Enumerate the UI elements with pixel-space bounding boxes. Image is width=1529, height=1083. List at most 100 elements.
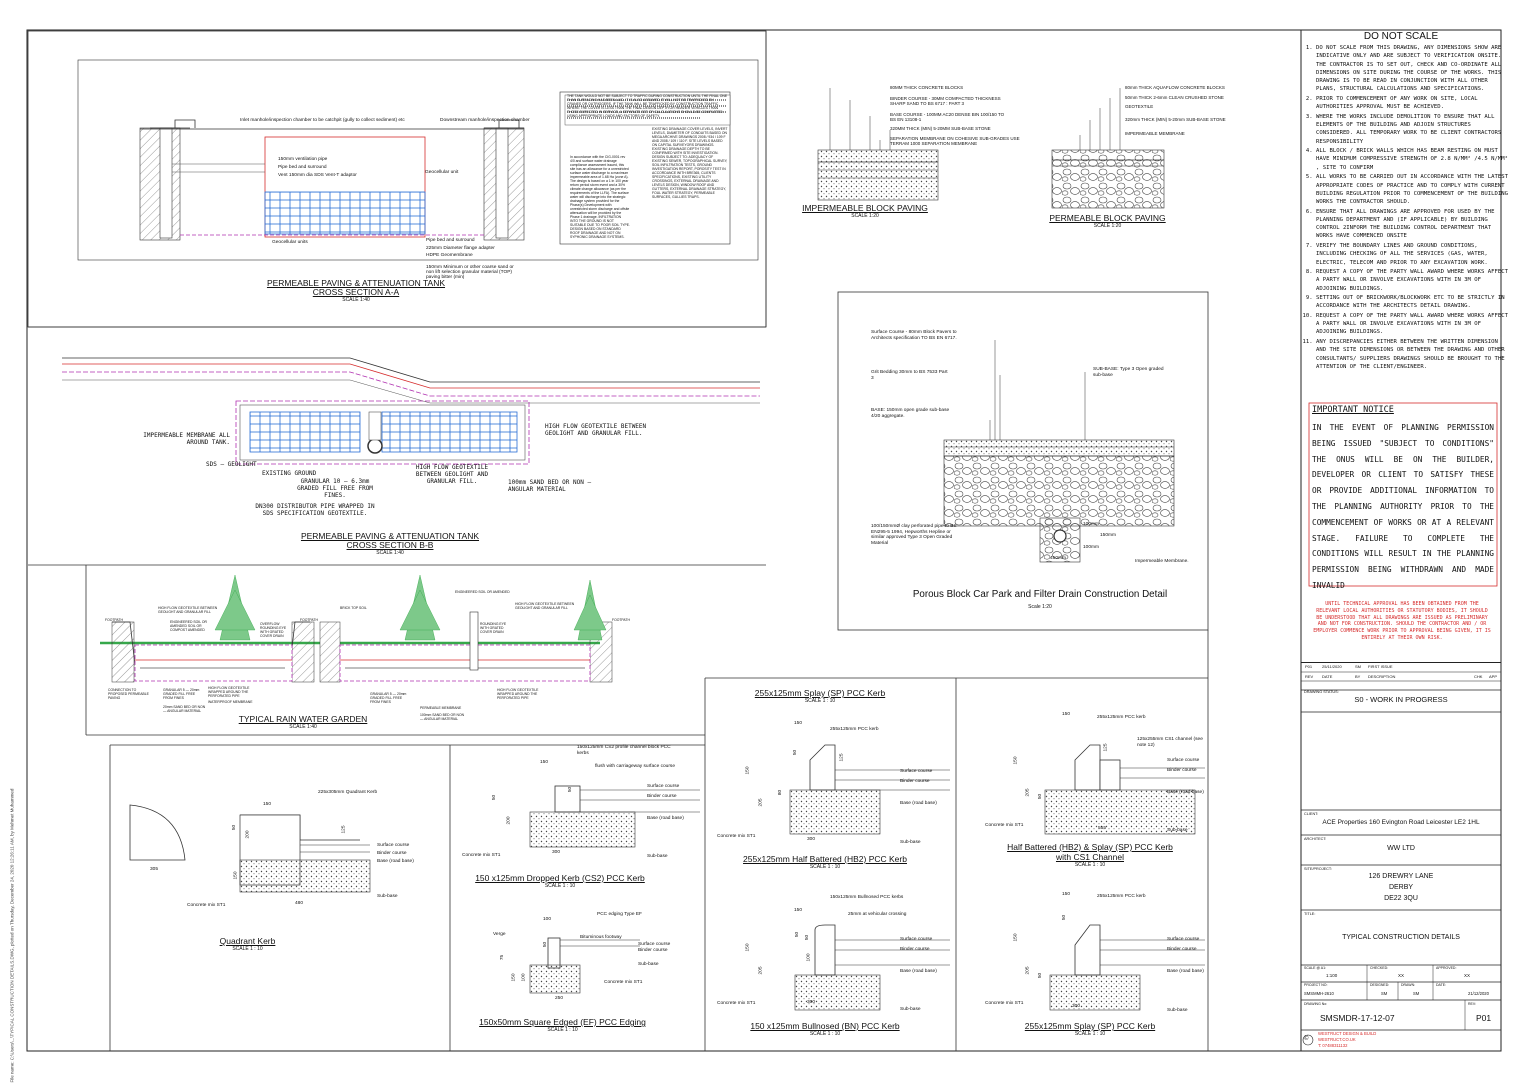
label: Surface course — [638, 942, 671, 947]
firm-name: WESTRUCT DESIGN & BUILD — [1318, 1031, 1377, 1036]
label: 125x255mm CS1 channel (see note 12) — [1137, 737, 1203, 748]
designed-value: SM — [1381, 991, 1388, 996]
label: Grit Bedding 30mm to BS 7533 Part 3 — [871, 370, 948, 381]
dimension: 50 — [543, 941, 549, 948]
label: Sub-base — [900, 1007, 921, 1012]
dimension: 100mm — [1083, 522, 1099, 527]
label: Concrete mix ST1 — [717, 834, 756, 839]
project-label: PROJECT NO: — [1304, 983, 1328, 987]
label: ENGINEERED SOIL OR AMENDED SOIL OR COMPO… — [170, 620, 207, 632]
label: HDPE Geomembrane — [426, 253, 473, 258]
label: Sub-base — [900, 840, 921, 845]
dimension: 450mm — [1050, 556, 1066, 561]
label: Surface course — [647, 784, 680, 789]
label: WATERPROOF MEMBRANE — [208, 700, 253, 704]
tank-note: THE TANK WOULD NOT BE SUBJECT TO TRAFFIC… — [567, 94, 728, 118]
dimension: 50 — [1038, 793, 1044, 800]
label: Geocellular units — [272, 240, 308, 245]
dimension: 50 — [492, 794, 498, 801]
dimension: 250 — [555, 996, 564, 1001]
dimension: 50 — [793, 749, 799, 756]
label: HIGH FLOW GEOTEXTILE WRAPPED AROUND THE … — [208, 686, 250, 698]
label: BINDER COURSE - 30MM COMPACTED THICKNESS… — [890, 96, 1001, 106]
label: Concrete mix ST1 — [187, 903, 226, 908]
rev-value: P01 — [1476, 1013, 1492, 1023]
rain-garden-title: TYPICAL RAIN WATER GARDEN — [238, 714, 368, 724]
dimension: 50 — [1062, 914, 1068, 921]
label: BASE COURSE - 100MM AC20 DENSE BIN 100/1… — [890, 112, 1005, 122]
label: Sub-base — [638, 962, 659, 967]
dimension: 100mm — [1083, 545, 1099, 550]
label: Base (road base) — [900, 969, 937, 974]
note-item: ALL WORKS TO BE CARRIED OUT IN ACCORDANC… — [1316, 173, 1510, 206]
label: 20mm SAND BED OR NON — ANGULAR MATERIAL — [163, 705, 206, 713]
dimension: 50 — [232, 824, 238, 831]
label: BRICK TOP SOIL — [340, 606, 367, 610]
project-value: SMSMMH-2610 — [1304, 991, 1334, 996]
label: GRANULAR 5 — 20mm GRADED FILL FREE FROM … — [163, 688, 200, 700]
dimension: 100 — [543, 917, 552, 922]
label: Sub-base — [647, 854, 668, 859]
section-aa-subtitle: CROSS SECTION A-A — [312, 287, 400, 297]
label: HIGH FLOW GEOTEXTILE BETWEEN GEOLIGHT AN… — [415, 464, 489, 485]
checked-value: XX — [1398, 973, 1405, 978]
dimension: 100 — [806, 953, 812, 962]
label: GRANULAR 5 — 20mm GRADED FILL FREE FROM … — [370, 692, 407, 704]
note-item: REQUEST A COPY OF THE PARTY WALL AWARD W… — [1316, 312, 1510, 337]
label: 80mm THICK AQUAFLOW CONCRETE BLOCKS — [1125, 85, 1225, 90]
label: Binder course — [1167, 947, 1197, 952]
site-line: DERBY — [1388, 884, 1414, 891]
label: flush with carriageway surface course — [595, 764, 675, 769]
drawing-number: SMSMDR-17-12-07 — [1320, 1013, 1395, 1023]
existing-note: EXISTING DRAINAGE COVER LEVELS, INVERT L… — [652, 127, 728, 199]
label: HIGH FLOW GEOTEXTILE BETWEEN GEOLIGHT AN… — [545, 423, 647, 437]
label: ENGINEERED SOIL OR AMENDED — [455, 590, 510, 594]
note-item: ENSURE THAT ALL DRAWINGS ARE APPROVED FO… — [1316, 208, 1510, 241]
site-line: 126 DREWRY LANE — [1368, 873, 1434, 880]
note-item: SETTING OUT OF BRICKWORK/BLOCKWORK ETC T… — [1316, 294, 1510, 311]
impermeable-paving-scale: SCALE 1:20 — [851, 213, 879, 219]
dimension: 100 — [521, 973, 527, 982]
label: Bituminous footway — [580, 935, 622, 940]
label: 225mm Diameter flange adapter — [426, 246, 495, 251]
dimension: 50 — [805, 934, 811, 941]
label: Sub-base — [1167, 1008, 1188, 1013]
drawing-title: TYPICAL CONSTRUCTION DETAILS — [1342, 934, 1460, 941]
dimension: 555 — [1098, 826, 1107, 831]
title-label: TITLE: — [1304, 912, 1316, 916]
dimension: 125 — [839, 753, 845, 762]
permeable-paving-title: PERMEABLE BLOCK PAVING — [1049, 213, 1166, 223]
firm-phone: T: 07488311132 — [1318, 1043, 1348, 1048]
dimension: 150 — [540, 760, 549, 765]
hb2cs1-scale: SCALE 1 : 10 — [1074, 862, 1106, 868]
dimension: 300 — [1072, 1004, 1081, 1009]
drawn-label: DRAWN: — [1401, 983, 1416, 987]
label: 100/150mmØ clay perforated pipe to BS EN… — [871, 524, 957, 546]
note-item: ALL BLOCK / BRICK WALLS WHICH HAS BEAM R… — [1316, 147, 1510, 172]
dimension: 305 — [150, 867, 159, 872]
label: Sub-base — [1167, 828, 1188, 833]
label: PCC edging Type EF — [597, 912, 642, 917]
dimension: 50 — [1038, 972, 1044, 979]
status-label: DRAWING STATUS: — [1304, 690, 1339, 694]
label: Downstream manhole/inspection chamber — [440, 118, 530, 123]
dimension: 205 — [1025, 788, 1031, 797]
firm-web: WESTRUCT.CO.UK — [1318, 1037, 1356, 1042]
rev-head: REV — [1305, 674, 1314, 679]
label: SDS — GEOLIGHT — [206, 461, 257, 468]
section-bb-title: PERMEABLE PAVING & ATTENUATION TANK — [300, 531, 480, 541]
approved-value: XX — [1464, 973, 1471, 978]
dimension: 125 — [341, 825, 347, 834]
scale-label: SCALE @ A1: — [1304, 966, 1327, 970]
date-value: 21/12/2020 — [1468, 991, 1489, 996]
note-item: ANY DISCREPANCIES EITHER BETWEEN THE WRI… — [1316, 338, 1510, 371]
label: Concrete mix ST1 — [462, 853, 501, 858]
rev-head: BY — [1355, 674, 1361, 679]
dimension: 150 — [1062, 712, 1071, 717]
edging-title: 150x50mm Square Edged (EF) PCC Edging — [479, 1017, 646, 1027]
scale-value: 1:100 — [1326, 973, 1338, 978]
label: GRANULAR 10 — 6.3mm GRADED FILL FREE FRO… — [297, 478, 373, 499]
label: Pipe bed and surround — [278, 165, 327, 170]
dimension: 150 — [1062, 892, 1071, 897]
rev-desc: FIRST ISSUE — [1368, 664, 1393, 669]
